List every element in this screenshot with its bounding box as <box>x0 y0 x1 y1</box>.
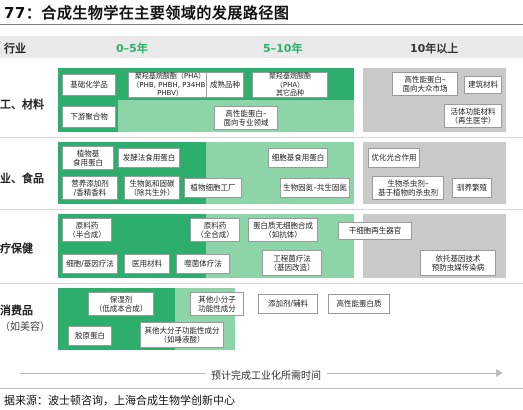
box-api-semi-synthetic: 原料药 （半合成） <box>62 218 112 242</box>
box-medical-materials: 医用材料 <box>124 254 170 274</box>
row-label-chemicals-materials: 工、材料 <box>0 98 44 111</box>
row-label-consumer-goods: 消费品 <box>0 304 33 317</box>
box-breeding: 驯养繁殖 <box>452 178 492 198</box>
header-period-5-10: 5–10年 <box>263 42 303 55</box>
box-moisturizer: 保湿剂 （低成本合成） <box>88 292 154 316</box>
source-note: 据来源：波士顿咨询，上海合成生物学创新中心 <box>4 394 235 407</box>
box-additives: 添加剂/辅料 <box>258 294 318 314</box>
box-small-molecules: 其他小分子 功能性成分 <box>190 292 244 316</box>
time-axis-label: 预计完成工业化所需时间 <box>205 367 327 382</box>
box-symbiotic-nitrogen: 生物固氮–共生固氮 <box>280 178 350 198</box>
box-engineered-bacteria: 工程菌疗法 （基因改造） <box>262 250 322 276</box>
header-industry: 行业 <box>4 42 26 55</box>
box-collagen: 胶原蛋白 <box>68 326 112 346</box>
box-protein-professional: 高性能蛋白– 面向专业领域 <box>214 106 278 130</box>
row-divider <box>0 283 523 284</box>
box-nutrition-additives: 营养添加剂 /香精香料 <box>62 176 118 200</box>
box-cell-gene-therapy: 细胞/基因疗法 <box>62 254 118 274</box>
box-building-materials: 建筑材料 <box>464 76 502 94</box>
box-phage-therapy: 噬菌体疗法 <box>176 254 230 274</box>
row-sublabel-consumer-goods: （如美容） <box>0 322 50 333</box>
box-living-materials: 活体功能材料 （再生医学） <box>444 104 502 128</box>
box-cell-free-protein: 蛋白质无细胞合成 （如抗体） <box>248 218 318 242</box>
box-high-perf-protein: 高性能蛋白质 <box>328 294 390 314</box>
box-cell-protein: 细胞基食用蛋白 <box>268 148 328 168</box>
title-divider <box>0 24 523 25</box>
row-divider <box>0 209 523 210</box>
box-plant-protein: 植物基 食用蛋白 <box>62 146 114 170</box>
box-downstream-polymers: 下游聚合物 <box>62 106 116 128</box>
box-stem-cell-organs: 干细胞再生器官 <box>338 222 412 240</box>
footer-divider <box>0 388 523 389</box>
box-basic-chemicals: 基础化学品 <box>62 74 116 96</box>
box-fermentation-protein: 发酵法食用蛋白 <box>118 148 180 168</box>
box-photosynthesis: 优化光合作用 <box>368 148 420 168</box>
box-api-full-synthetic: 原料药 （全合成） <box>190 218 240 242</box>
row-label-healthcare: 疗保健 <box>0 242 33 255</box>
chart-title: 77：合成生物学在主要领域的发展路径图 <box>4 4 290 22</box>
header-row <box>0 36 523 58</box>
box-bio-nitrogen: 生物氮和固碳 （除共生外） <box>124 176 180 200</box>
box-pha-other: 聚羟基烷酸酯（PHA） 其它品种 <box>252 72 328 98</box>
row-divider <box>0 137 523 138</box>
box-macromolecules: 其他大分子功能性成分 （如唾液酸） <box>140 322 224 348</box>
box-plant-cell-factory: 植物细胞工厂 <box>184 178 242 198</box>
box-vector-disease: 依托基因技术 预防虫媒传染病 <box>420 250 496 276</box>
box-protein-mass-market: 高性能蛋白– 面向大众市场 <box>392 72 458 96</box>
box-mature-varieties: 成熟品种 <box>206 72 244 98</box>
header-period-10plus: 10年以上 <box>410 42 459 55</box>
box-bio-insecticide: 生物杀虫剂– 基于植物的杀虫剂 <box>372 176 444 200</box>
box-pha-phb: 聚羟基烷酸酯（PHA） （PHB, PHBH, P34HB, PHBV） <box>128 72 212 98</box>
time-axis-arrow-icon <box>496 369 503 377</box>
header-period-0-5: 0–5年 <box>116 42 148 55</box>
row-label-agriculture-food: 业、食品 <box>0 172 44 185</box>
